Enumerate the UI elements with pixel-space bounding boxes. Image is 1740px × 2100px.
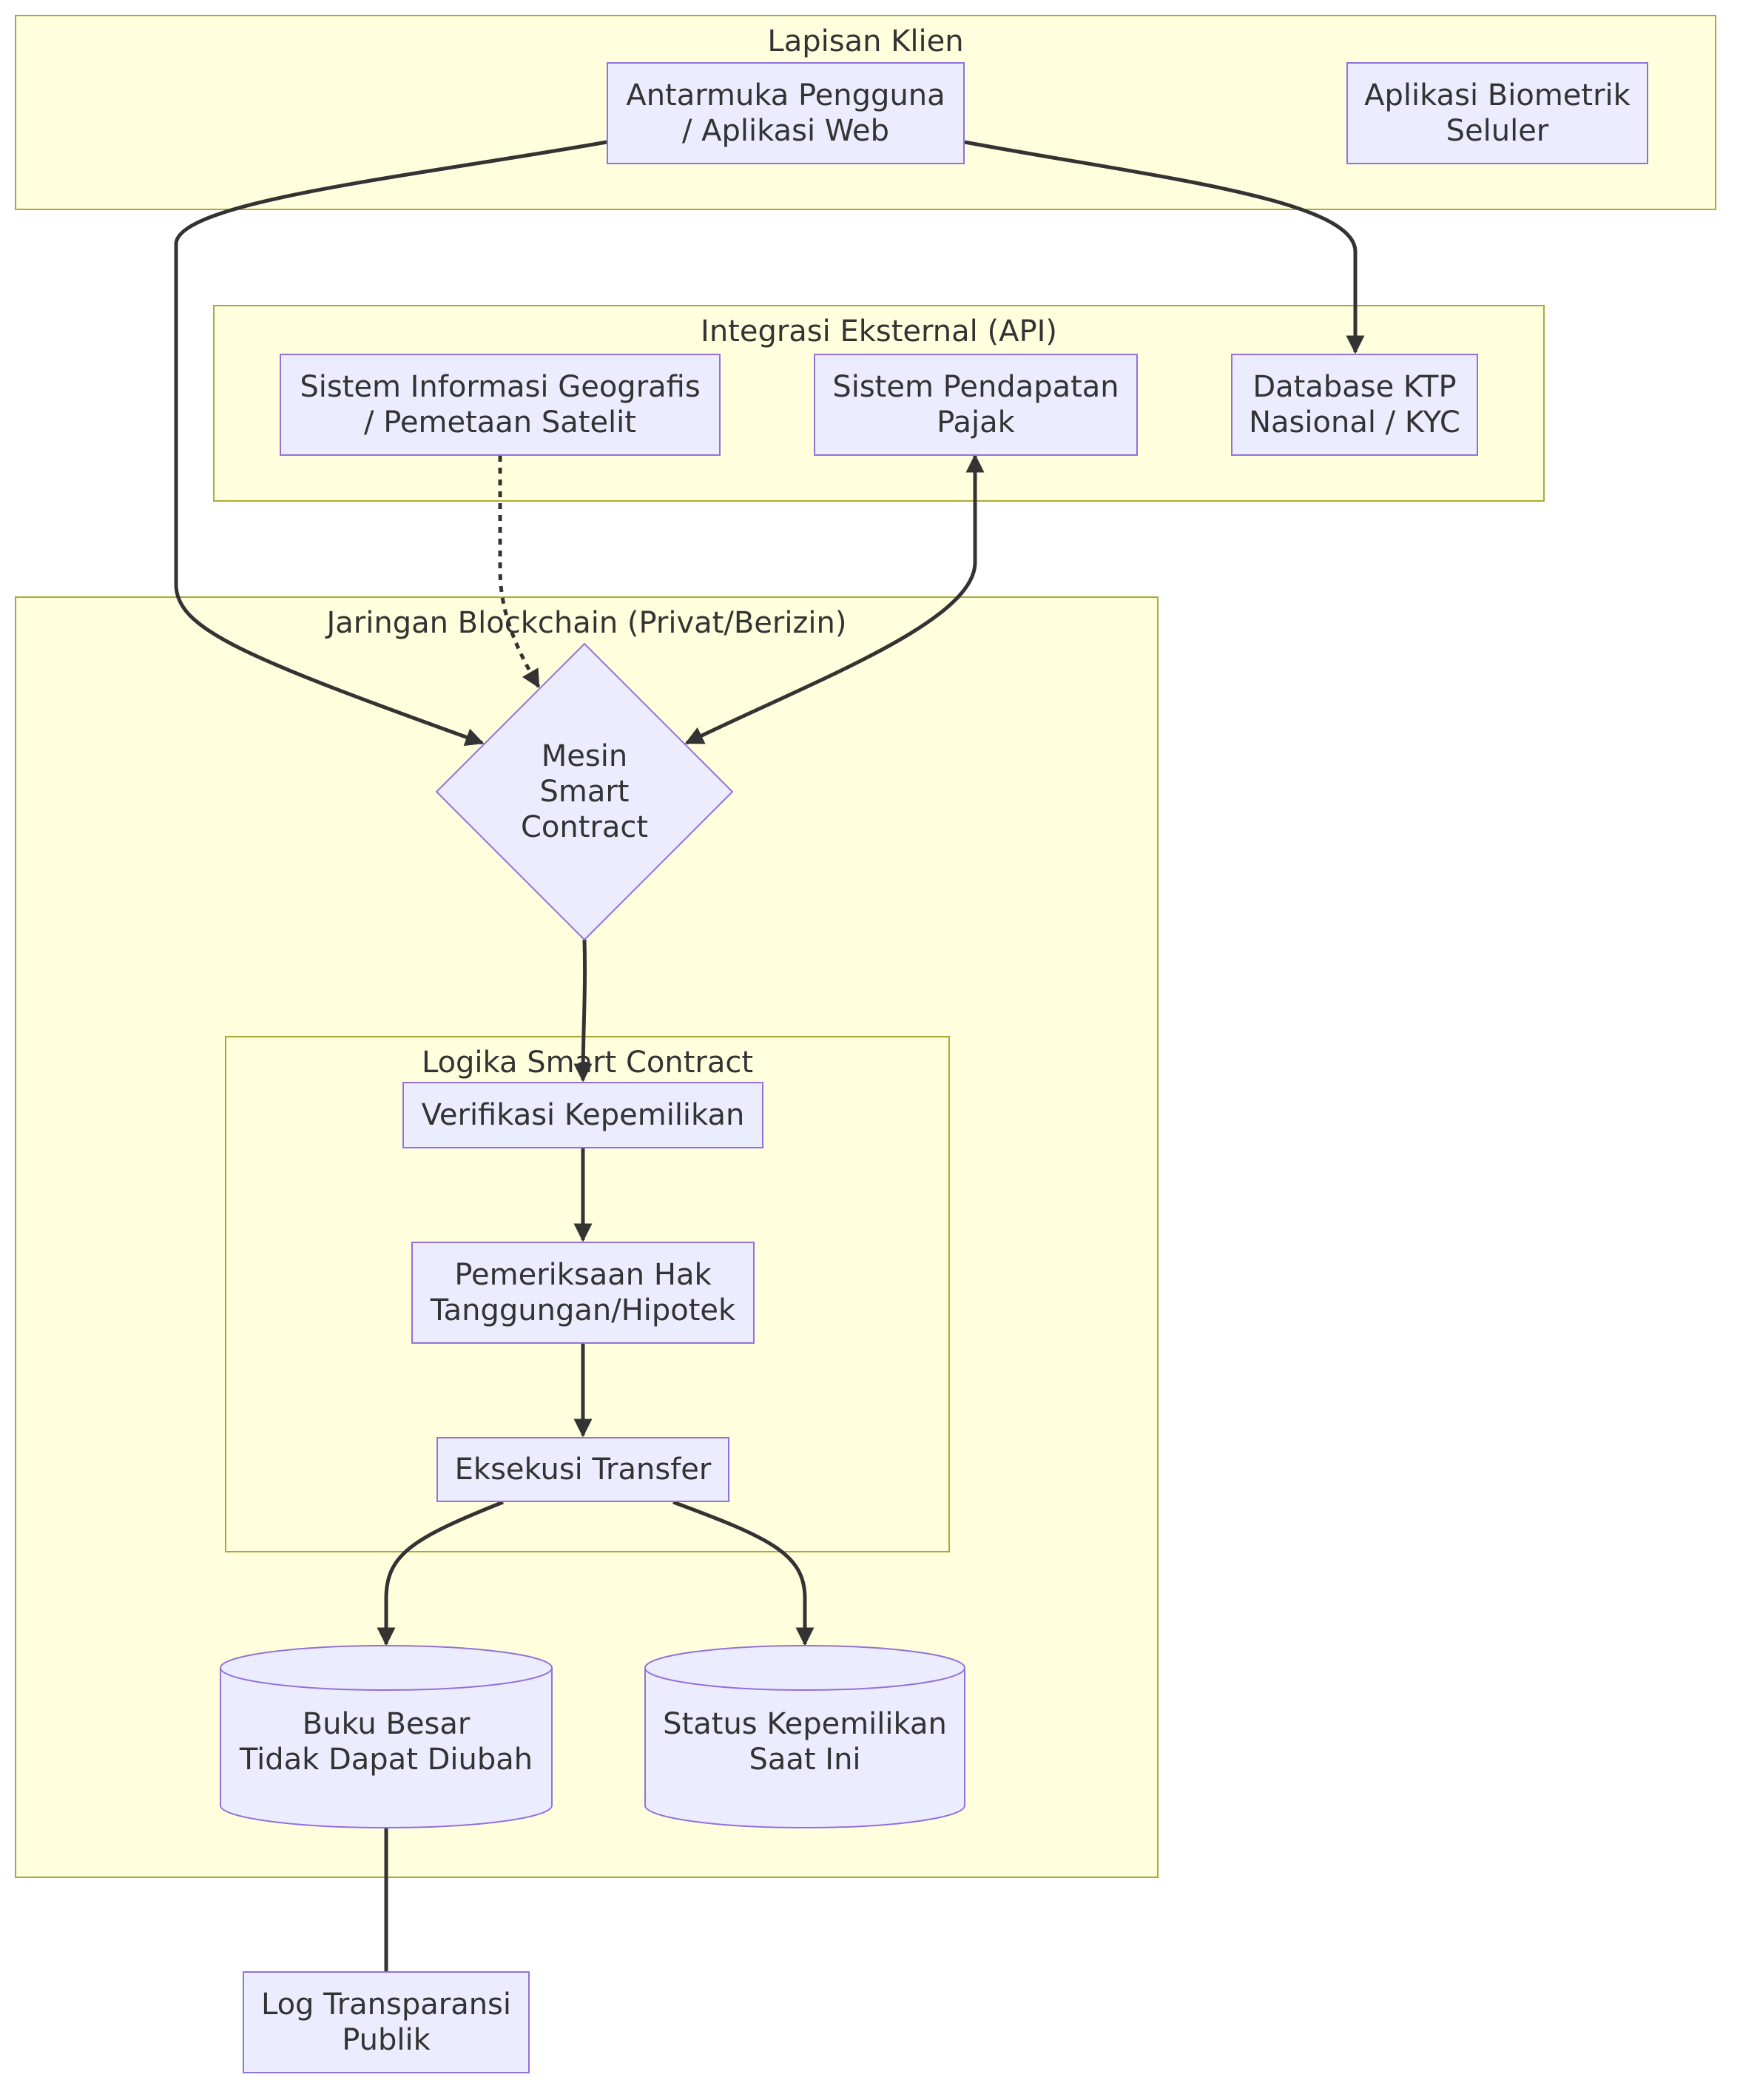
node-mortgage-check-label: Pemeriksaan Hak Tanggungan/Hipotek xyxy=(430,1258,736,1327)
node-transfer-execution-label: Eksekusi Transfer xyxy=(454,1453,712,1487)
node-gis-system: Sistem Informasi Geografis / Pemetaan Sa… xyxy=(280,354,721,456)
cluster-external-integration-label: Integrasi Eksternal (API) xyxy=(701,314,1057,349)
node-transparency-log: Log Transparansi Publik xyxy=(243,1971,530,2073)
node-user-interface-label: Antarmuka Pengguna / Aplikasi Web xyxy=(626,78,945,148)
node-biometric-app: Aplikasi Biometrik Seluler xyxy=(1346,62,1648,164)
node-tax-system: Sistem Pendapatan Pajak xyxy=(814,354,1138,456)
node-transfer-execution: Eksekusi Transfer xyxy=(436,1437,729,1502)
node-mortgage-check: Pemeriksaan Hak Tanggungan/Hipotek xyxy=(411,1242,755,1344)
node-biometric-app-label: Aplikasi Biometrik Seluler xyxy=(1364,78,1631,148)
cluster-client-layer-label: Lapisan Klien xyxy=(767,24,964,58)
node-immutable-ledger-label: Buku Besar Tidak Dapat Diubah xyxy=(239,1707,533,1777)
node-user-interface: Antarmuka Pengguna / Aplikasi Web xyxy=(607,62,965,164)
cluster-blockchain-network-label: Jaringan Blockchain (Privat/Berizin) xyxy=(326,606,847,640)
node-ktp-database-label: Database KTP Nasional / KYC xyxy=(1249,370,1460,440)
node-tax-system-label: Sistem Pendapatan Pajak xyxy=(832,370,1119,440)
cluster-smart-contract-logic-label: Logika Smart Contract xyxy=(421,1046,754,1080)
node-ownership-verification: Verifikasi Kepemilikan xyxy=(402,1082,763,1148)
node-gis-system-label: Sistem Informasi Geografis / Pemetaan Sa… xyxy=(300,370,701,440)
node-ownership-status-label: Status Kepemilikan Saat Ini xyxy=(663,1707,947,1777)
node-ktp-database: Database KTP Nasional / KYC xyxy=(1231,354,1478,456)
node-ownership-verification-label: Verifikasi Kepemilikan xyxy=(421,1098,745,1132)
node-transparency-log-label: Log Transparansi Publik xyxy=(260,1988,512,2057)
node-smart-contract-engine-label: Mesin Smart Contract xyxy=(520,739,649,844)
